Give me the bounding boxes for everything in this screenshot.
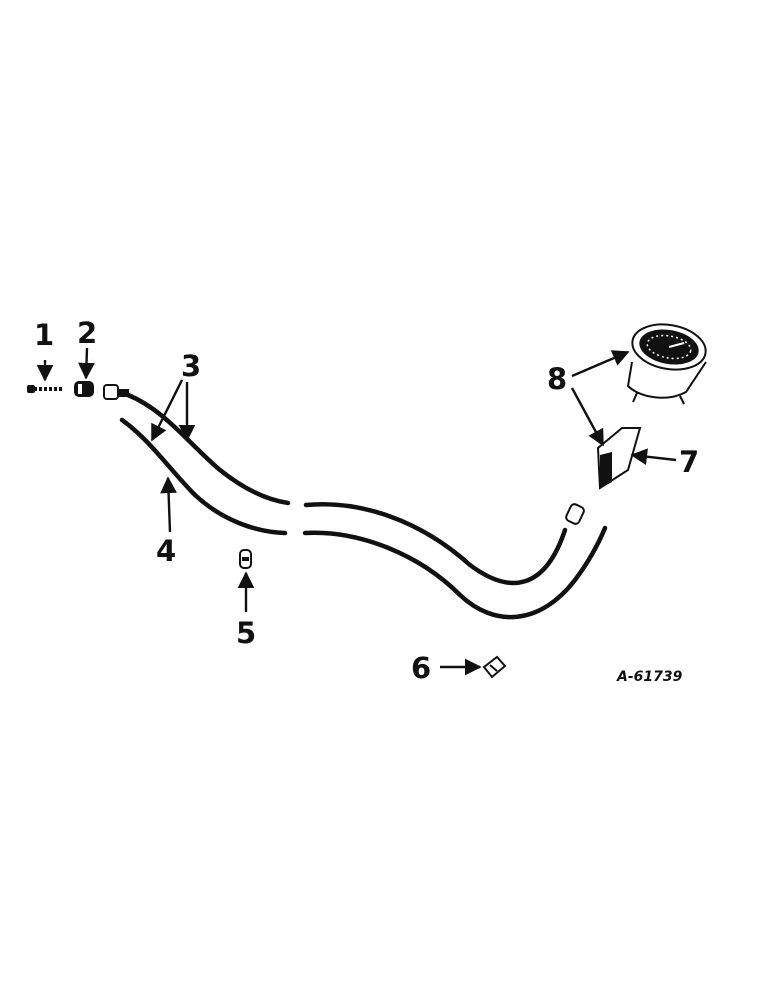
leader-8b bbox=[570, 387, 605, 447]
callout-4: 4 bbox=[156, 534, 176, 568]
part-5-clip bbox=[239, 549, 252, 569]
reference-code: A-61739 bbox=[616, 669, 683, 685]
part-8-speedometer bbox=[626, 323, 707, 405]
part-2-fitting bbox=[74, 381, 94, 397]
callout-8: 8 bbox=[547, 362, 567, 396]
callout-2: 2 bbox=[77, 316, 97, 350]
part-4-cable-right bbox=[302, 525, 608, 620]
leader-7 bbox=[630, 448, 677, 466]
callout-5: 5 bbox=[236, 616, 256, 650]
cable-end-fitting-left bbox=[103, 384, 129, 400]
part-3-cable-right bbox=[303, 502, 568, 586]
part-1-bolt bbox=[27, 385, 62, 393]
part-7-bracket bbox=[596, 427, 642, 490]
callout-7: 7 bbox=[679, 445, 699, 479]
part-4-cable-left bbox=[119, 417, 288, 536]
cable-end-fitting-right bbox=[565, 503, 585, 525]
part-3-cable-left bbox=[125, 392, 291, 506]
callout-1: 1 bbox=[34, 318, 54, 352]
leader-2 bbox=[78, 347, 95, 380]
leader-4 bbox=[160, 476, 177, 533]
leader-8a bbox=[571, 350, 630, 378]
callout-3: 3 bbox=[181, 349, 201, 383]
leader-3a bbox=[150, 379, 184, 442]
part-6-clip bbox=[482, 655, 507, 679]
callout-6: 6 bbox=[411, 651, 431, 685]
